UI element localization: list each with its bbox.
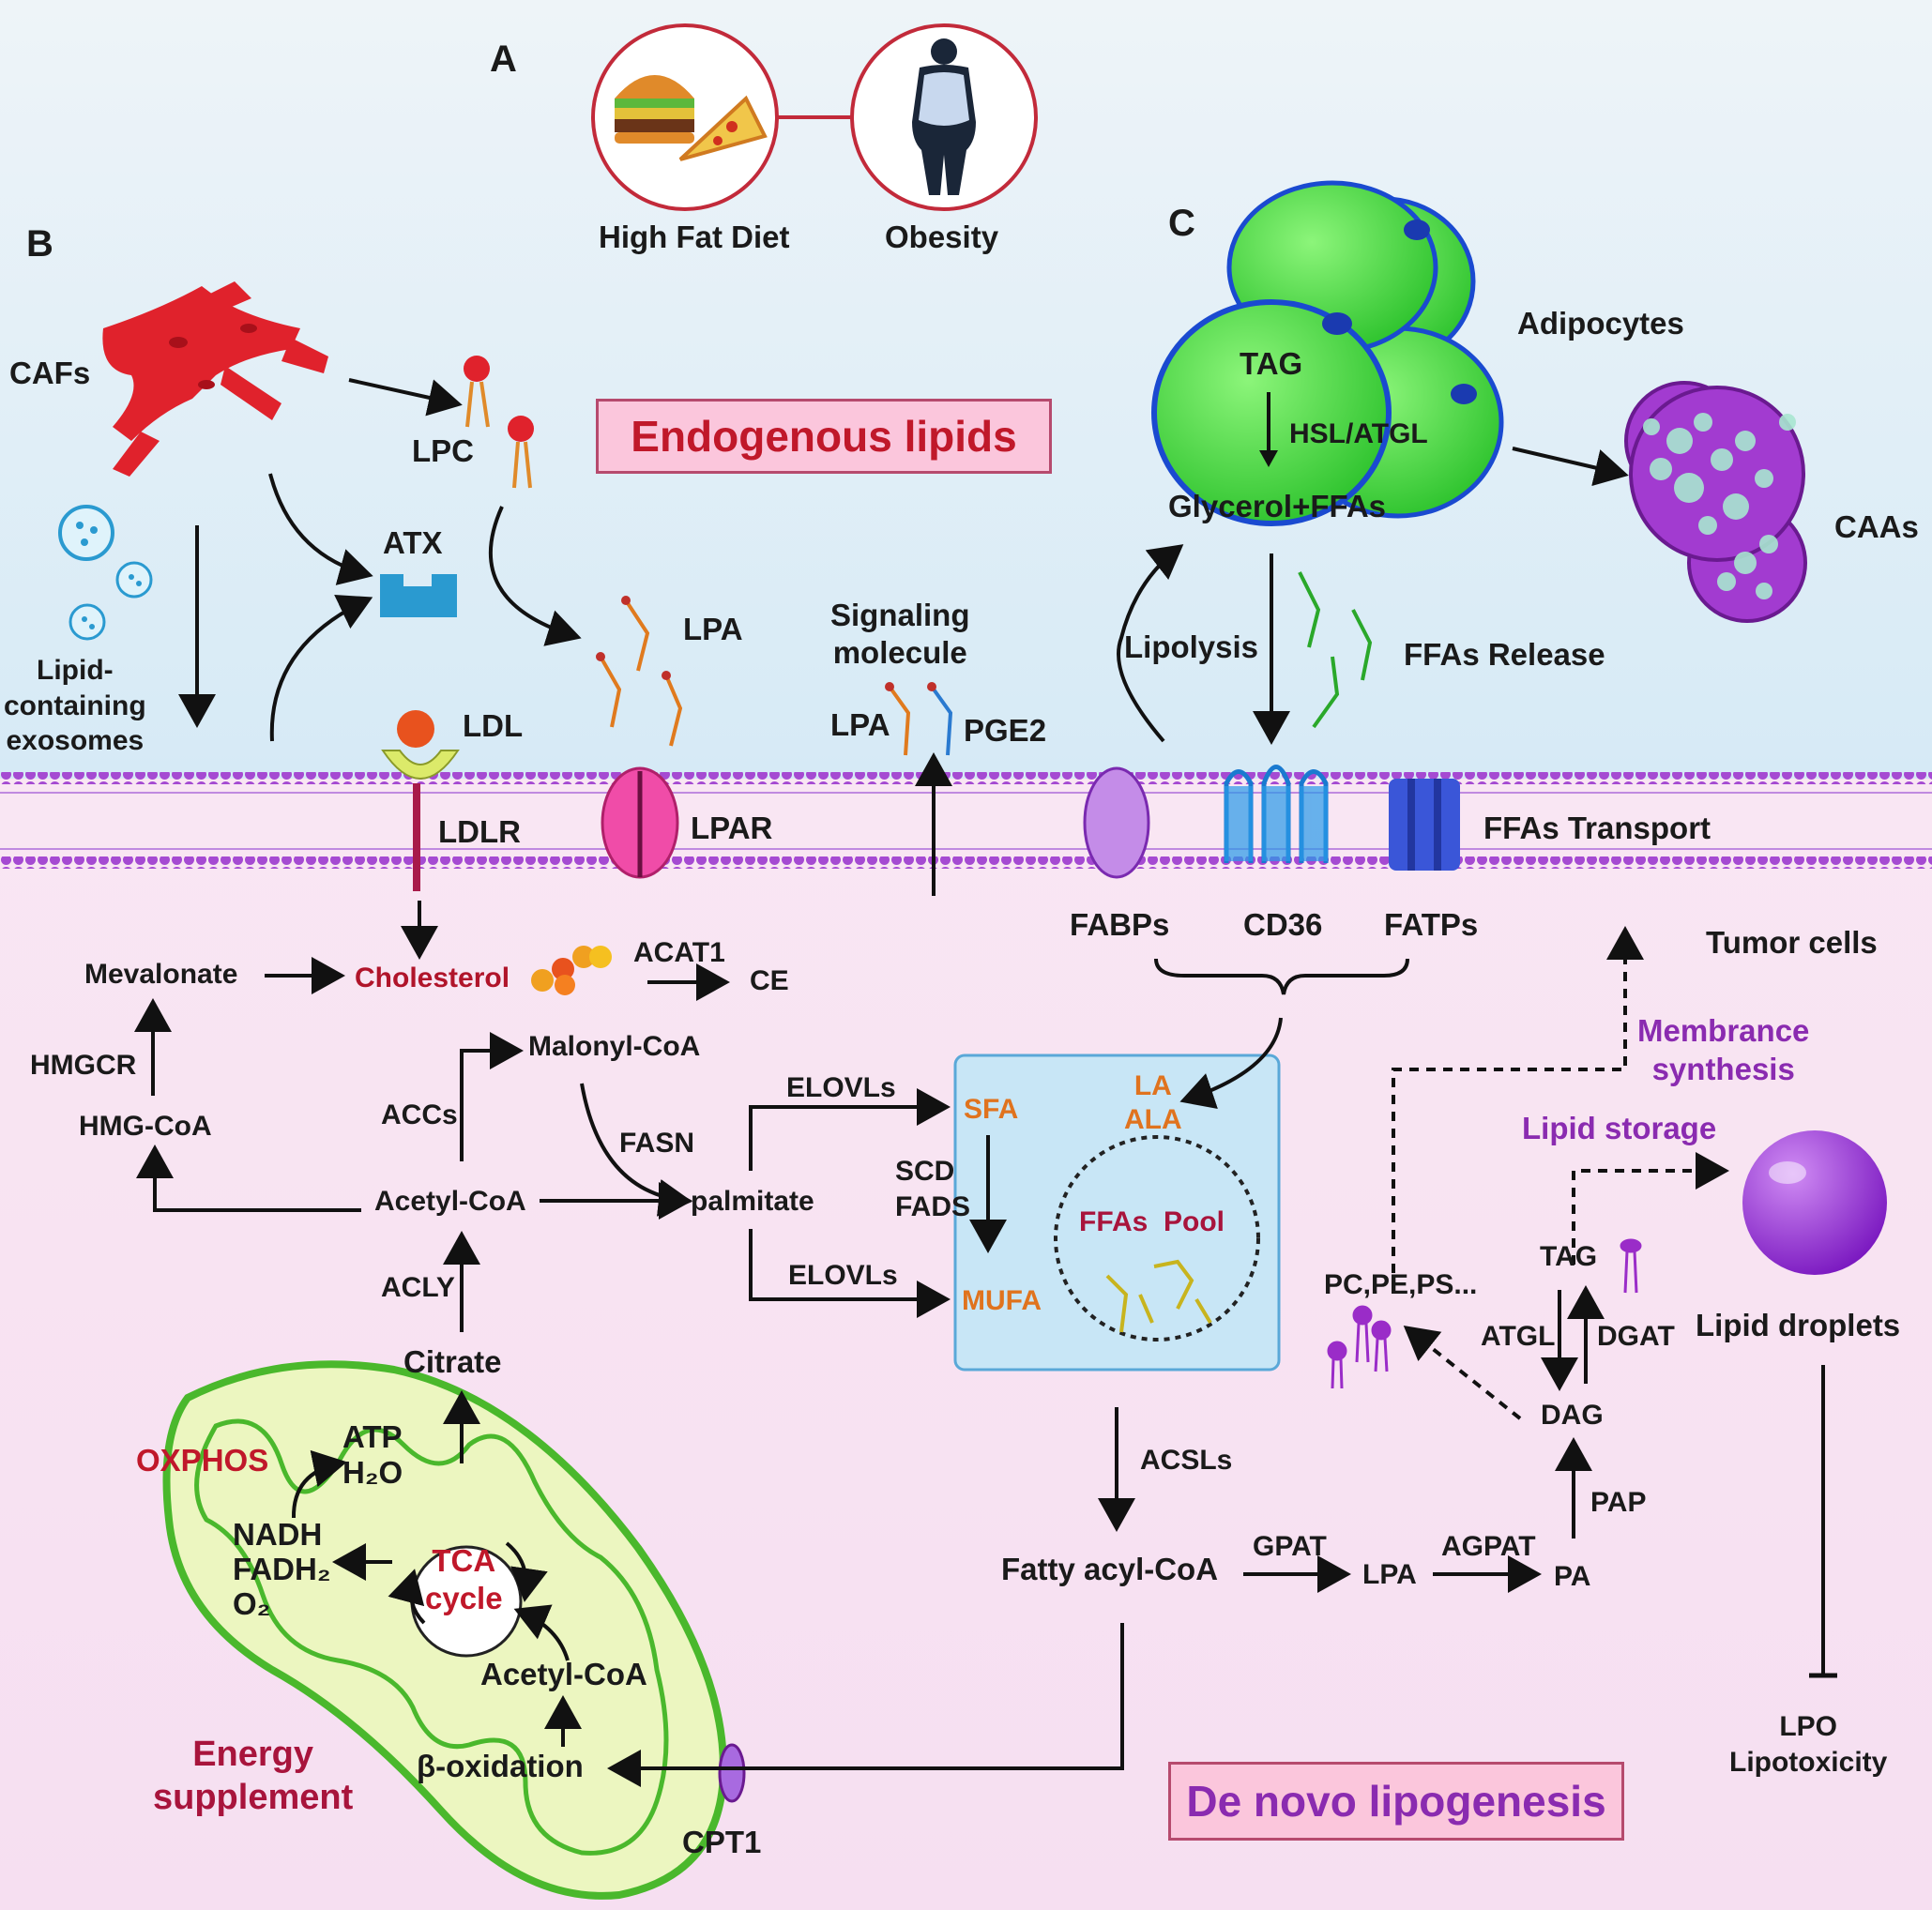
gpat-label: GPAT bbox=[1253, 1531, 1327, 1562]
lipid-droplets-label: Lipid droplets bbox=[1696, 1308, 1901, 1342]
glycerol-ffas-label: Glycerol+FFAs bbox=[1168, 489, 1387, 523]
cpt1-label: CPT1 bbox=[682, 1825, 762, 1859]
signaling-molecule-label: Signaling molecule bbox=[830, 598, 970, 670]
obesity-label: Obesity bbox=[885, 220, 999, 254]
accs-label: ACCs bbox=[381, 1099, 458, 1130]
lpa-signal-label: LPA bbox=[830, 707, 890, 742]
lpo-lipotoxicity-label: LPO Lipotoxicity bbox=[1729, 1711, 1888, 1778]
malonyl-coa-label: Malonyl-CoA bbox=[528, 1031, 701, 1062]
elovls-bottom-label: ELOVLs bbox=[788, 1260, 898, 1291]
atx-label: ATX bbox=[383, 525, 443, 560]
tca-cycle-label: TCA cycle bbox=[425, 1543, 503, 1615]
exosomes-label: Lipid- containing exosomes bbox=[4, 655, 146, 756]
ffas-pool-label: FFAs Pool bbox=[1079, 1206, 1225, 1237]
phospholipids-label: PC,PE,PS... bbox=[1324, 1269, 1478, 1300]
hsl-atgl-label: HSL/ATGL bbox=[1289, 418, 1428, 449]
lpa-top-label: LPA bbox=[683, 612, 743, 646]
panel-label-b: B bbox=[26, 223, 53, 265]
endogenous-lipids-title: Endogenous lipids bbox=[631, 412, 1017, 461]
fabps-label: FABPs bbox=[1070, 907, 1170, 942]
de-novo-lipogenesis-box: De novo lipogenesis bbox=[1168, 1762, 1624, 1841]
sfa-label: SFA bbox=[964, 1094, 1019, 1125]
hmg-coa-label: HMG-CoA bbox=[79, 1111, 212, 1142]
cd36-label: CD36 bbox=[1243, 907, 1323, 942]
palmitate-label: palmitate bbox=[691, 1186, 814, 1217]
adipocytes-label: Adipocytes bbox=[1517, 306, 1684, 341]
mito-acetyl-coa-label: Acetyl-CoA bbox=[480, 1657, 647, 1691]
ldlr-label: LDLR bbox=[438, 814, 521, 849]
mevalonate-label: Mevalonate bbox=[84, 959, 238, 990]
cafs-label: CAFs bbox=[9, 356, 91, 390]
dgat-label: DGAT bbox=[1597, 1321, 1675, 1352]
ce-label: CE bbox=[750, 965, 789, 996]
energy-supplement-label: Energy supplement bbox=[153, 1735, 354, 1817]
ldl-label: LDL bbox=[463, 708, 524, 743]
acat1-label: ACAT1 bbox=[633, 937, 725, 968]
hmgcr-label: HMGCR bbox=[30, 1050, 137, 1081]
membrane-synthesis-label: Membrance synthesis bbox=[1637, 1013, 1810, 1087]
citrate-label: Citrate bbox=[403, 1344, 502, 1379]
pa-label: PA bbox=[1554, 1561, 1591, 1592]
lpar-label: LPAR bbox=[691, 811, 773, 845]
lipid-storage-label: Lipid storage bbox=[1522, 1111, 1717, 1145]
acly-label: ACLY bbox=[381, 1272, 455, 1303]
elovls-top-label: ELOVLs bbox=[786, 1072, 896, 1103]
nadh-fadh2-o2-label: NADH FADH₂ O₂ bbox=[233, 1517, 331, 1621]
acetyl-coa-label: Acetyl-CoA bbox=[374, 1186, 526, 1217]
cholesterol-label: Cholesterol bbox=[355, 963, 510, 993]
fasn-label: FASN bbox=[619, 1128, 695, 1159]
pge2-label: PGE2 bbox=[964, 713, 1047, 748]
panel-label-c: C bbox=[1168, 203, 1195, 244]
fatty-acyl-coa-label: Fatty acyl-CoA bbox=[1001, 1552, 1219, 1586]
acsls-label: ACSLs bbox=[1140, 1445, 1233, 1476]
lpc-label: LPC bbox=[412, 433, 474, 468]
lipolysis-label: Lipolysis bbox=[1124, 629, 1259, 664]
agpat-label: AGPAT bbox=[1441, 1531, 1536, 1562]
lpa-bottom-label: LPA bbox=[1362, 1559, 1417, 1590]
high-fat-diet-label: High Fat Diet bbox=[599, 220, 790, 254]
endogenous-lipids-box: Endogenous lipids bbox=[596, 399, 1052, 474]
tag-label: TAG bbox=[1540, 1241, 1598, 1272]
tumor-cells-label: Tumor cells bbox=[1706, 925, 1878, 960]
adipocyte-tag-label: TAG bbox=[1240, 346, 1303, 381]
dag-label: DAG bbox=[1541, 1400, 1604, 1431]
scd-fads-label: SCD FADS bbox=[895, 1156, 971, 1222]
la-ala-label: LA ALA bbox=[1124, 1070, 1182, 1135]
pap-label: PAP bbox=[1590, 1487, 1647, 1518]
mufa-label: MUFA bbox=[962, 1285, 1042, 1316]
oxphos-label: OXPHOS bbox=[136, 1443, 269, 1478]
atgl-label: ATGL bbox=[1481, 1321, 1556, 1352]
ffas-release-label: FFAs Release bbox=[1404, 637, 1605, 672]
fatps-label: FATPs bbox=[1384, 907, 1479, 942]
beta-oxidation-label: β-oxidation bbox=[417, 1749, 584, 1783]
caas-label: CAAs bbox=[1834, 509, 1919, 544]
ffas-transport-label: FFAs Transport bbox=[1483, 811, 1711, 845]
de-novo-lipogenesis-title: De novo lipogenesis bbox=[1186, 1777, 1606, 1826]
atp-h2o-label: ATP H₂O bbox=[342, 1419, 403, 1490]
tag-to-glycerol-arrow bbox=[1259, 392, 1278, 467]
panel-label-a: A bbox=[490, 38, 517, 80]
